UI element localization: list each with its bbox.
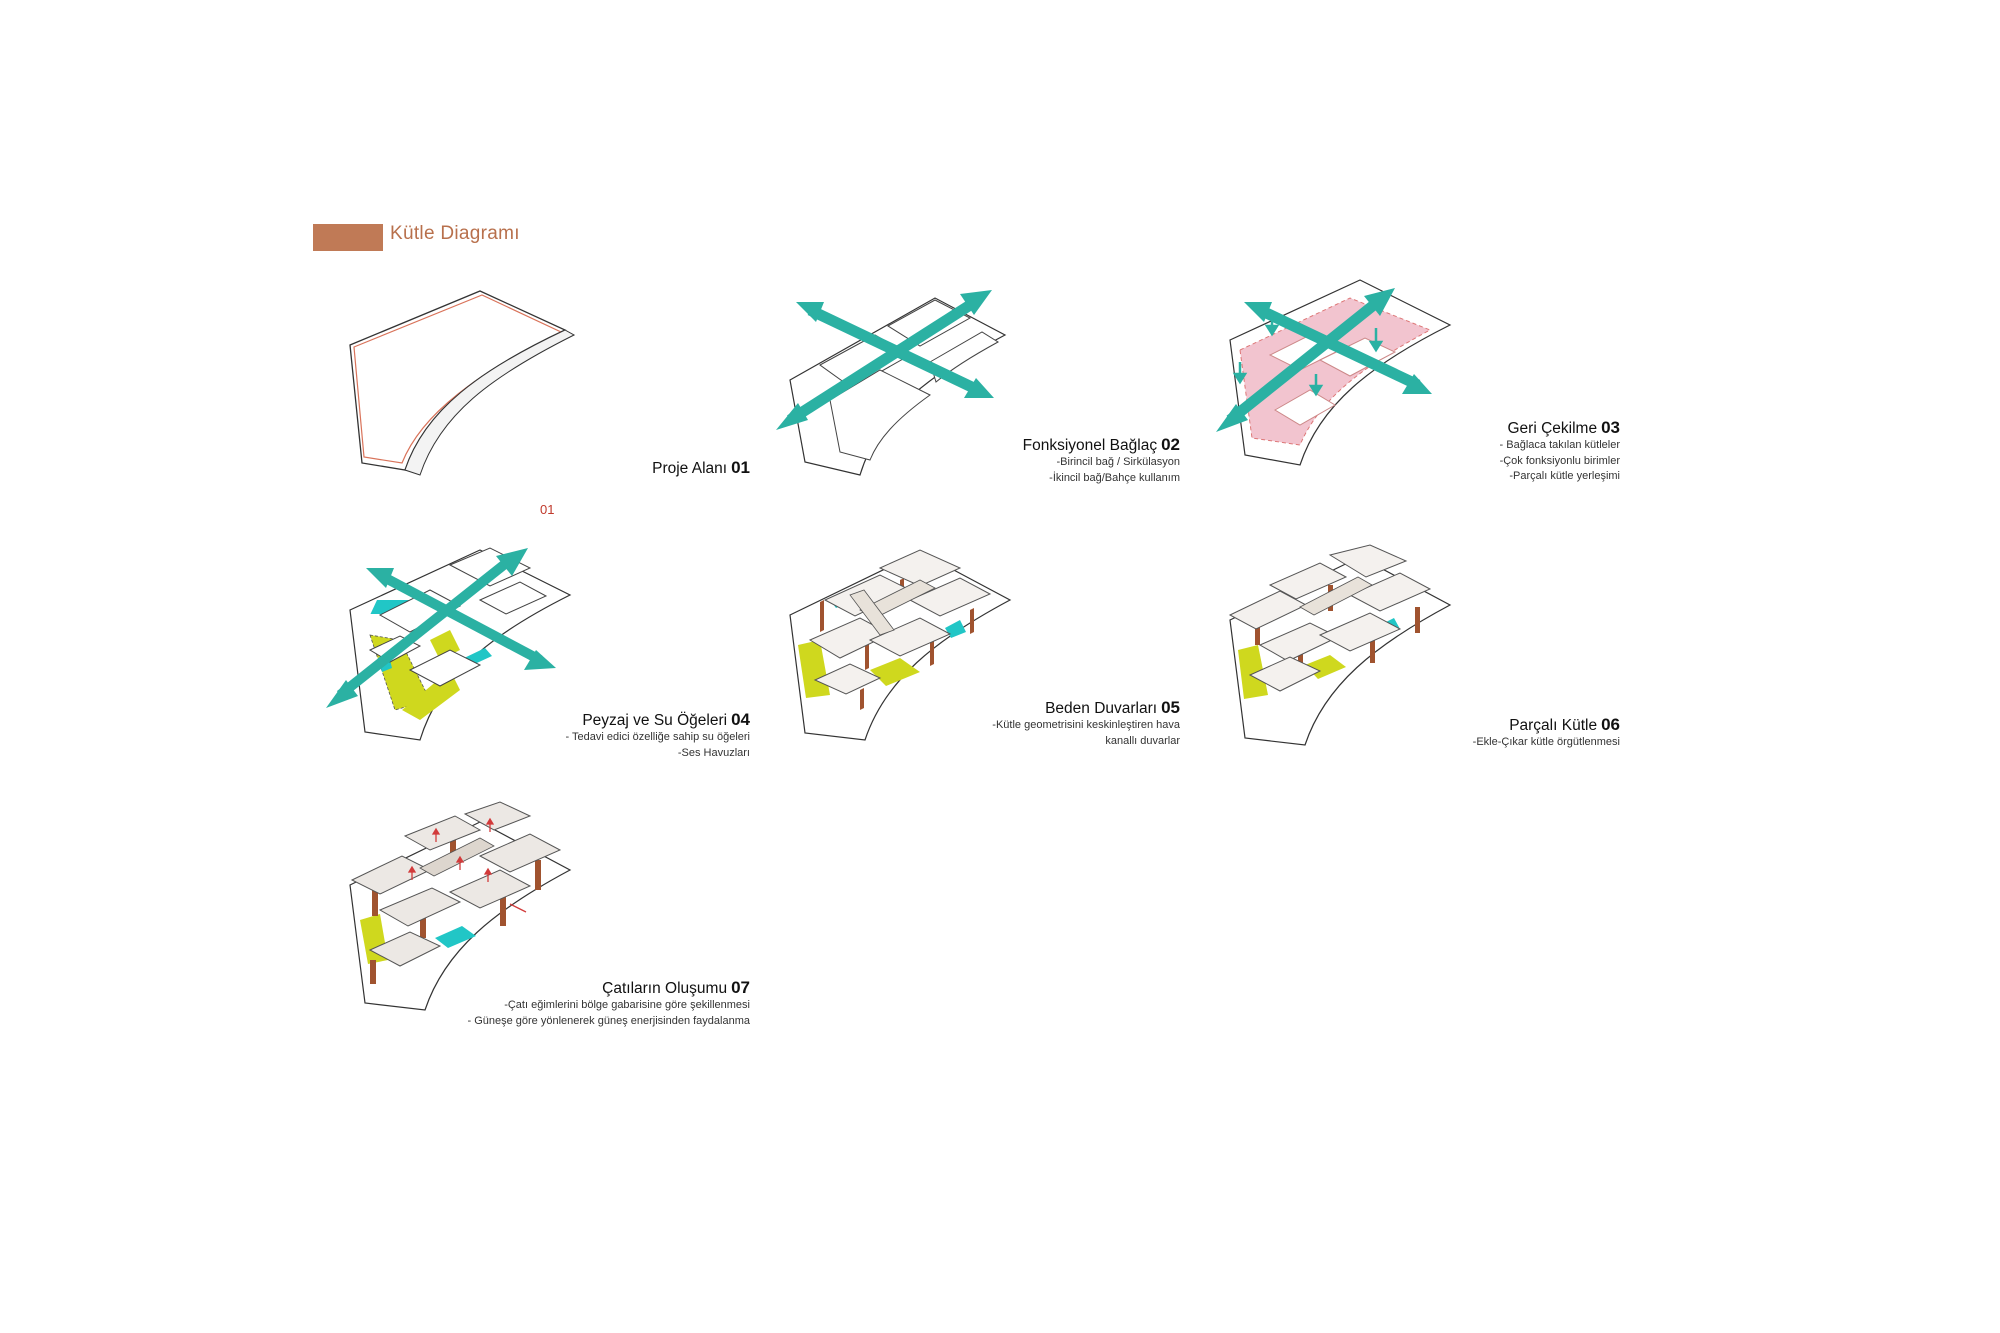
caption-line: -Birincil bağ / Sirkülasyon (1056, 456, 1181, 468)
caption-number: 04 (731, 710, 750, 729)
caption-line: -Ekle-Çıkar kütle örgütlenmesi (1472, 736, 1620, 748)
caption-line: kanallı duvarlar (1105, 734, 1180, 747)
caption-line: -Çatı eğimlerini bölge gabarisine göre ş… (504, 999, 750, 1011)
circulation-diagram (776, 290, 1007, 476)
caption-line: -Çok fonksiyonlu birimler (1499, 454, 1620, 467)
caption-title: Geri Çekilme (1507, 420, 1598, 437)
caption-line: -İkincil bağ/Bahçe kullanım (1049, 471, 1180, 484)
caption-title: Peyzaj ve Su Öğeleri (582, 712, 728, 729)
setback-diagram (1216, 279, 1452, 466)
caption-line: -Parçalı kütle yerleşimi (1509, 470, 1620, 482)
caption-number: 06 (1601, 715, 1620, 734)
red-section-marker: 01 (540, 502, 555, 517)
caption-number: 07 (731, 978, 750, 997)
caption-number: 01 (731, 458, 750, 477)
caption-line: - Tedavi edici özelliğe sahip su öğeleri (565, 731, 750, 743)
page-title: Kütle Diagramı (390, 223, 520, 244)
roof-formation-diagram (349, 801, 572, 1011)
header-color-swatch (313, 224, 383, 251)
landscape-water-diagram (326, 547, 572, 741)
caption-title: Çatıların Oluşumu (602, 980, 728, 997)
caption-number: 03 (1601, 418, 1620, 437)
caption-line: - Güneşe göre yönlenerek güneş enerjisin… (467, 1014, 750, 1027)
caption-title: Fonksiyonel Bağlaç (1022, 437, 1158, 454)
site-outline-drawing (349, 290, 576, 476)
caption-title: Parçalı Kütle (1509, 717, 1598, 734)
caption-line: -Kütle geometrisini keskinleştiren hava (992, 719, 1180, 731)
caption-title: Beden Duvarları (1045, 700, 1158, 717)
caption-line: -Ses Havuzları (677, 746, 750, 759)
fragmented-mass-diagram (1228, 544, 1452, 746)
body-walls-diagram (789, 549, 1012, 741)
caption-number: 02 (1161, 435, 1180, 454)
caption-number: 05 (1161, 698, 1180, 717)
caption-line: - Bağlaca takılan kütleler (1499, 439, 1620, 451)
caption-title: Proje Alanı (652, 460, 728, 477)
